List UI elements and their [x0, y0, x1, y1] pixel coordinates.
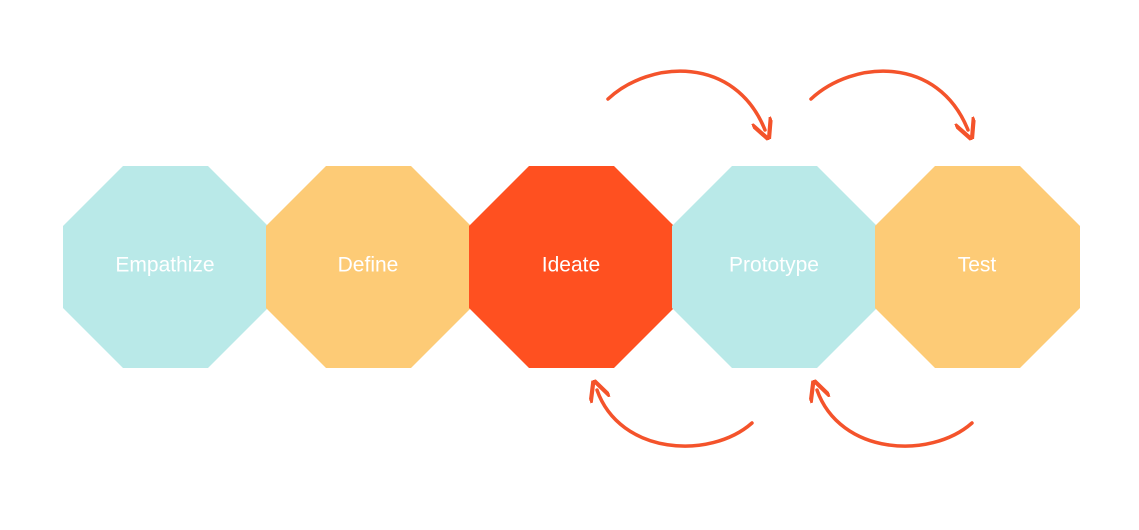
arrow-test-to-prototype	[817, 390, 974, 448]
iteration-arrows	[597, 69, 974, 448]
stage-label-prototype: Prototype	[729, 254, 819, 277]
stage-label-test: Test	[958, 254, 997, 277]
stage-label-define: Define	[338, 254, 399, 277]
stage-label-ideate: Ideate	[542, 254, 600, 277]
arrow-prototype-to-ideate	[597, 390, 754, 448]
stage-labels: Empathize Define Ideate Prototype Test	[115, 254, 996, 277]
stage-test	[875, 166, 1080, 368]
stage-prototype	[672, 166, 877, 368]
stage-ideate	[469, 166, 674, 368]
arrow-ideate-to-prototype	[606, 69, 765, 130]
stage-empathize	[63, 166, 268, 368]
stage-define	[266, 166, 471, 368]
arrow-prototype-to-test	[809, 69, 968, 130]
stage-shapes	[63, 166, 1080, 368]
stage-label-empathize: Empathize	[115, 254, 214, 277]
